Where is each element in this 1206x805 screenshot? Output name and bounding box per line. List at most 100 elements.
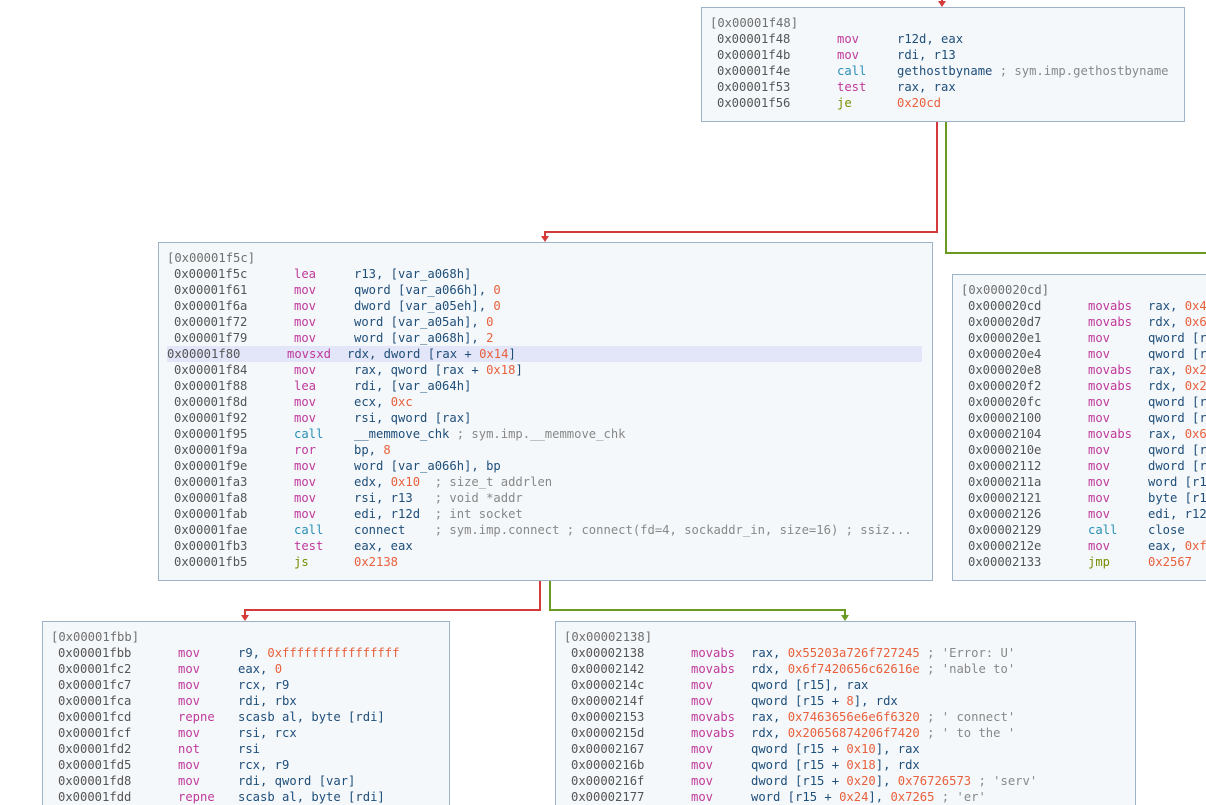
immediate-value[interactable]: 0x18 [486,363,516,377]
immediate-value[interactable]: 0x2567 [1148,555,1193,569]
instruction-address[interactable]: 0x00001f5c [174,267,248,281]
operand-text[interactable]: rsi [238,742,261,756]
immediate-value[interactable]: 0xf [1184,539,1206,553]
instruction-address[interactable]: 0x00001f95 [174,427,248,441]
operand-text[interactable]: rcx, r9 [238,758,290,772]
immediate-value[interactable]: 8 [846,694,854,708]
operand-text[interactable]: word [r1 [1148,475,1206,489]
instruction-address[interactable]: 0x0000210e [968,443,1042,457]
instruction-address[interactable]: 0x000020e8 [968,363,1042,377]
instruction-address[interactable]: 0x00002177 [571,790,645,804]
operand-text[interactable]: rdx, [751,662,788,676]
instruction-address[interactable]: 0x0000211a [968,475,1042,489]
immediate-value[interactable]: 0 [274,662,283,676]
operand-text[interactable]: connect [354,523,435,537]
instruction-address[interactable]: 0x0000216f [571,774,645,788]
instruction-address[interactable]: 0x00001f92 [174,411,248,425]
operand-text[interactable]: word [var_a068h], [354,331,487,345]
instruction-address[interactable]: 0x00001f56 [717,96,791,110]
immediate-value[interactable]: 0 [493,299,501,313]
instruction-address[interactable]: 0x00002153 [571,710,645,724]
instruction-address[interactable]: 0x0000214f [571,694,645,708]
operand-text[interactable]: qword [r [1148,411,1206,425]
instruction-address[interactable]: 0x00001f88 [174,379,248,393]
operand-text[interactable]: r9, [238,646,268,660]
immediate-value[interactable]: 2 [486,331,494,345]
operand-text[interactable]: ], [875,774,898,788]
operand-text[interactable]: ecx, [354,395,391,409]
operand-text[interactable]: ], rax [875,742,920,756]
operand-text[interactable]: qword [r15 + [751,694,847,708]
instruction-address[interactable]: 0x00001f84 [174,363,248,377]
immediate-value[interactable]: 0x20cd [897,96,942,110]
instruction-address[interactable]: 0x00001fca [58,694,132,708]
operand-text[interactable]: rdx, [1148,315,1185,329]
instruction-address[interactable]: 0x0000214c [571,678,645,692]
operand-text[interactable]: edi, r12 [1148,507,1206,521]
instruction-address[interactable]: 0x00001f79 [174,331,248,345]
operand-text[interactable]: dword [r15 + [751,774,847,788]
immediate-value[interactable]: 0x20 [846,774,876,788]
instruction-address[interactable]: 0x00002121 [968,491,1042,505]
instruction-address[interactable]: 0x00001f53 [717,80,791,94]
instruction-address[interactable]: 0x00001fb3 [174,539,248,553]
immediate-value[interactable]: 0x14 [479,347,509,361]
instruction-address[interactable]: 0x00002167 [571,742,645,756]
instruction-address[interactable]: 0x00001f4e [717,64,791,78]
instruction-address[interactable]: 0x0000216b [571,758,645,772]
immediate-value[interactable]: 0x10 [846,742,876,756]
instruction-address[interactable]: 0x00001fae [174,523,248,537]
immediate-value[interactable]: 0x6f7420656c62616e [787,662,920,676]
immediate-value[interactable]: 0 [493,283,501,297]
operand-text[interactable]: rax, qword [rax + [354,363,487,377]
operand-text[interactable]: ] [508,347,516,361]
immediate-value[interactable]: 0x6 [1184,315,1206,329]
operand-text[interactable]: rcx, r9 [238,678,290,692]
operand-text[interactable]: word [var_a066h], bp [354,459,501,473]
operand-text[interactable]: qword [r [1148,395,1206,409]
instruction-address[interactable]: 0x000020f2 [968,379,1042,393]
immediate-value[interactable]: 0x6 [1184,427,1206,441]
immediate-value[interactable]: 0xffffffffffffffff [267,646,400,660]
operand-text[interactable]: r13, [var_a068h] [354,267,472,281]
operand-text[interactable]: ], rdx [875,758,920,772]
operand-text[interactable]: rax, [1148,363,1185,377]
immediate-value[interactable]: 8 [383,443,391,457]
instruction-address[interactable]: 0x00001fdd [58,790,132,804]
instruction-address[interactable]: 0x00001f9a [174,443,248,457]
